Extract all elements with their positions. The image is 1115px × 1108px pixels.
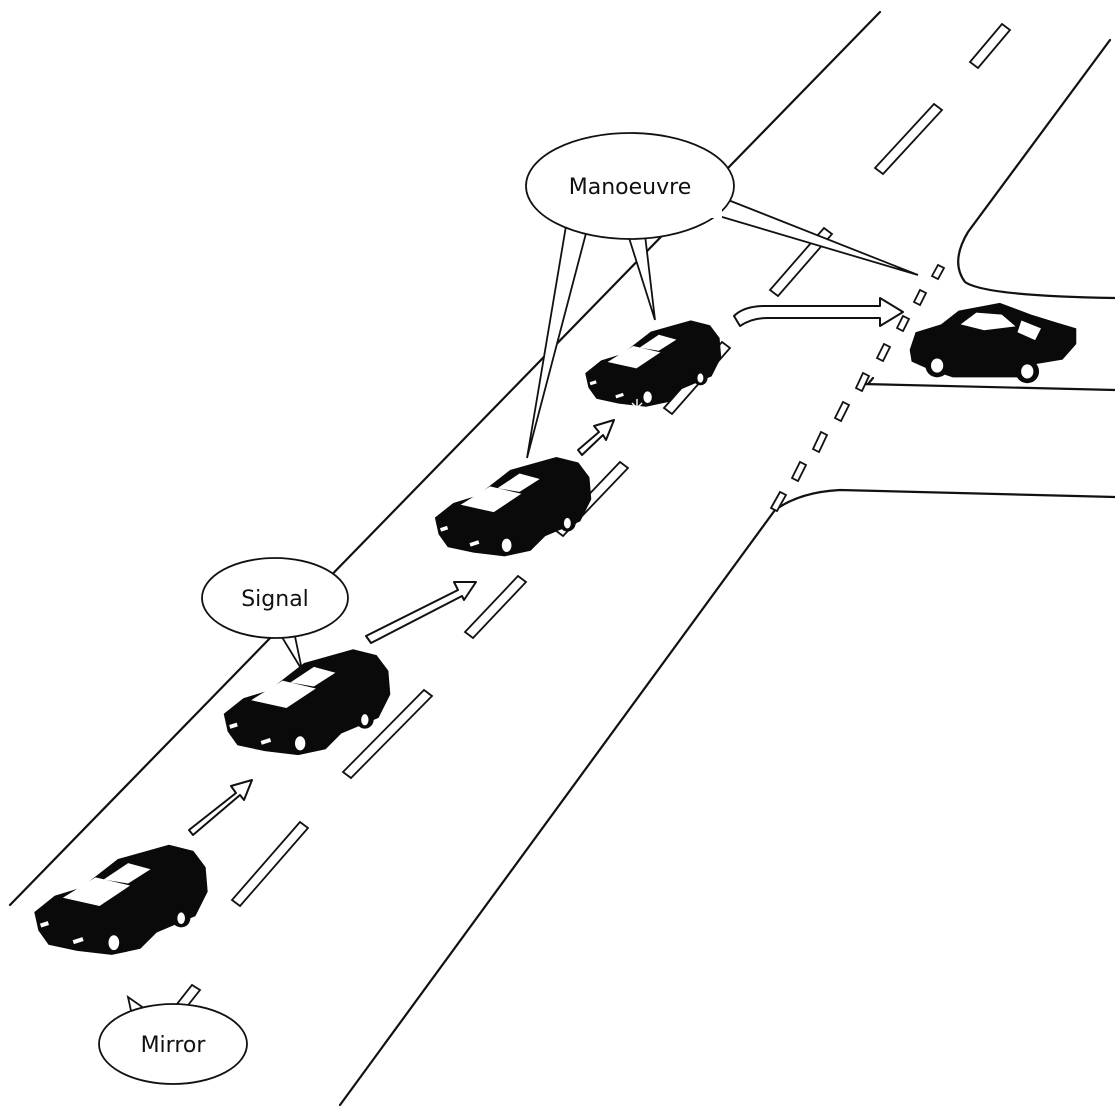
arrow-1 [189, 780, 252, 835]
lane-dash [970, 24, 1010, 68]
indicator-flash [585, 454, 603, 472]
arrow-3 [578, 420, 614, 455]
car-signal [224, 649, 391, 755]
arrow-2 [366, 582, 476, 643]
give-way-mark [856, 373, 869, 391]
car-mirror [34, 845, 207, 955]
bubble-signal: Signal [202, 558, 348, 670]
indicator-flash [485, 557, 503, 575]
give-way-mark [792, 462, 806, 481]
road-right-corner-lower [775, 490, 1115, 510]
lane-dash [875, 104, 942, 174]
side-road-kerb-line [863, 384, 1115, 390]
give-way-mark [835, 402, 849, 421]
side-road-kerb-upper [958, 40, 1115, 298]
manoeuvre-label: Manoeuvre [569, 175, 691, 200]
give-way-mark [932, 265, 944, 279]
give-way-mark [914, 290, 926, 305]
car-side-road [910, 303, 1077, 383]
give-way-mark [897, 316, 909, 331]
indicator-flash [386, 646, 404, 664]
lane-dash [232, 822, 308, 906]
car-manoeuvre [585, 320, 721, 406]
signal-label: Signal [241, 587, 309, 612]
bubble-manoeuvre: Manoeuvre [526, 133, 918, 458]
give-way-mark [771, 492, 786, 511]
bubble-mirror: Mirror [99, 997, 247, 1084]
car-signal-2 [435, 457, 591, 556]
give-way-mark [877, 344, 890, 361]
arrow-4 [734, 298, 903, 326]
give-way-mark [813, 432, 827, 452]
road-right-edge-lower [340, 510, 775, 1105]
indicator-flash [283, 755, 301, 773]
junction-give-way-line [771, 265, 944, 511]
road-left-edge [10, 12, 880, 905]
mirror-label: Mirror [141, 1033, 207, 1058]
